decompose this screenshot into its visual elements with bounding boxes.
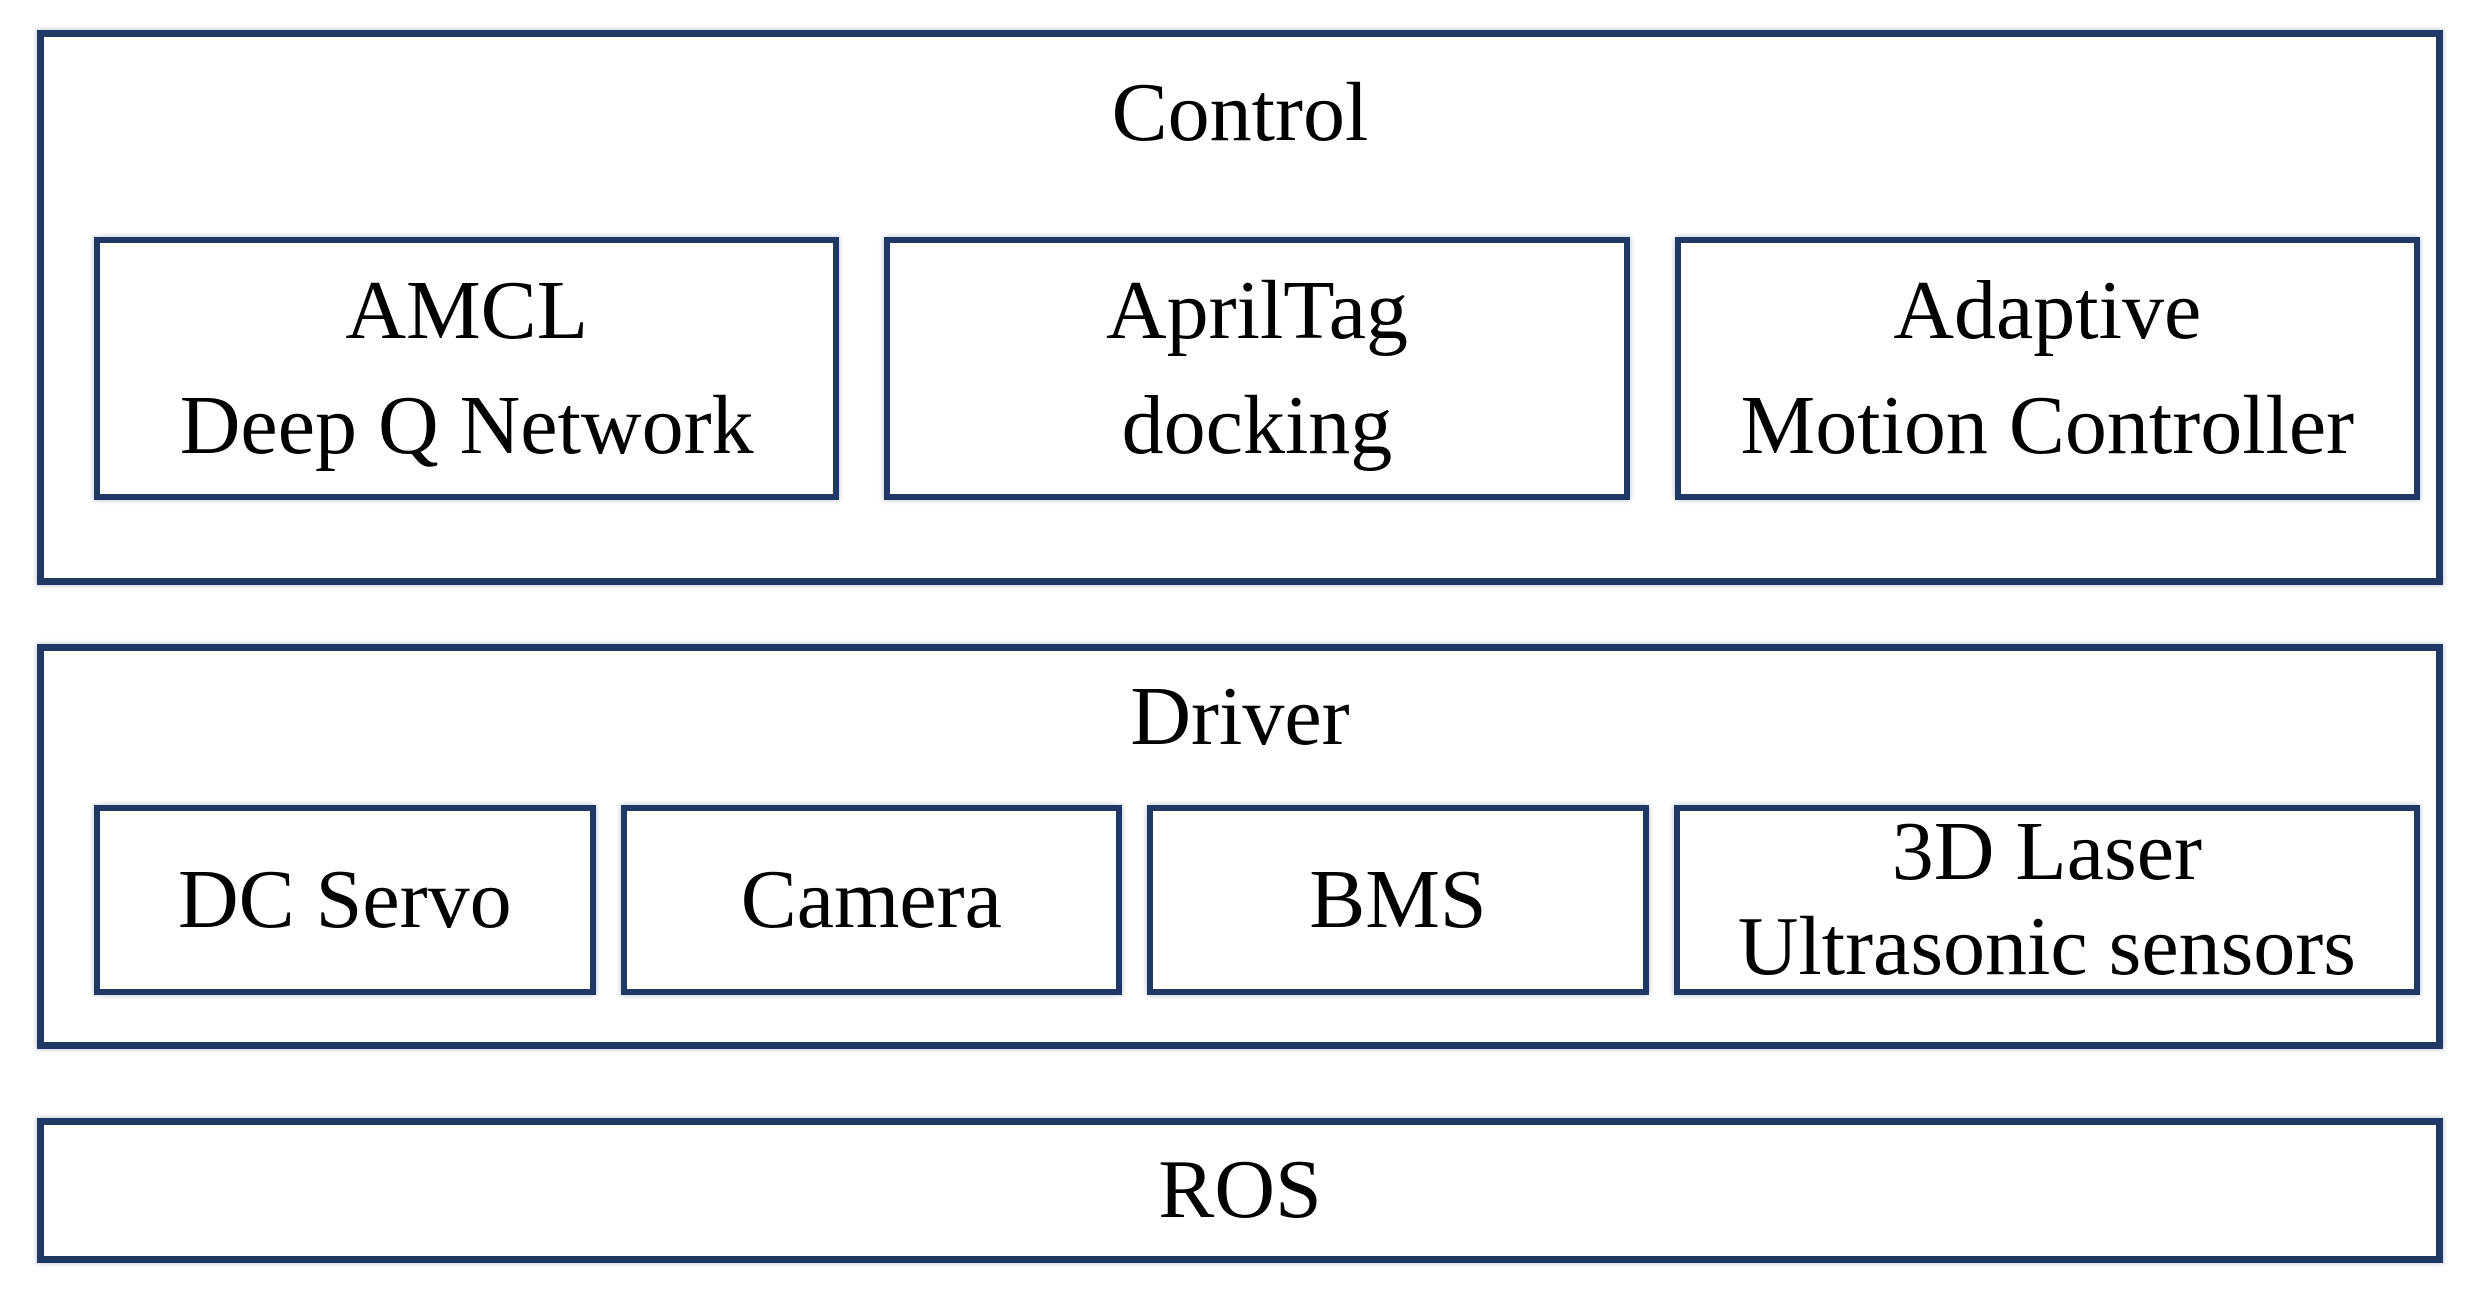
box-line: AMCL <box>345 264 589 358</box>
box-line: DC Servo <box>177 852 512 946</box>
layer-title-driver: Driver <box>1130 670 1350 763</box>
box-line: docking <box>1121 378 1393 472</box>
box-line: Adaptive <box>1893 264 2202 358</box>
box-line: 3D Laser <box>1891 805 2202 899</box>
control-box-row: AMCL Deep Q Network AprilTag docking Ada… <box>94 237 2420 500</box>
box-line: Camera <box>740 852 1002 946</box>
box-3d-laser-ultrasonic-sensors: 3D Laser Ultrasonic sensors <box>1673 805 2421 995</box>
box-camera: Camera <box>620 805 1123 995</box>
layer-ros: ROS <box>37 1118 2443 1263</box>
box-line: Deep Q Network <box>179 378 754 472</box>
layer-control: Control AMCL Deep Q Network AprilTag doc… <box>37 30 2443 585</box>
box-line: BMS <box>1309 852 1487 946</box>
box-adaptive-motion-controller: Adaptive Motion Controller <box>1674 237 2420 500</box>
box-apriltag-docking: AprilTag docking <box>884 237 1630 500</box>
box-amcl-deep-q-network: AMCL Deep Q Network <box>94 237 840 500</box>
box-line: AprilTag <box>1105 264 1409 358</box>
layer-title-control: Control <box>1111 66 1369 159</box>
box-line: Ultrasonic sensors <box>1737 900 2356 993</box>
box-bms: BMS <box>1147 805 1649 995</box>
layer-title-ros: ROS <box>1158 1143 1322 1237</box>
layer-driver: Driver DC Servo Camera BMS 3D Laser Ultr… <box>37 644 2443 1049</box>
driver-box-row: DC Servo Camera BMS 3D Laser Ultrasonic … <box>94 805 2421 995</box>
box-dc-servo: DC Servo <box>94 805 596 995</box>
box-line: Motion Controller <box>1740 378 2355 472</box>
